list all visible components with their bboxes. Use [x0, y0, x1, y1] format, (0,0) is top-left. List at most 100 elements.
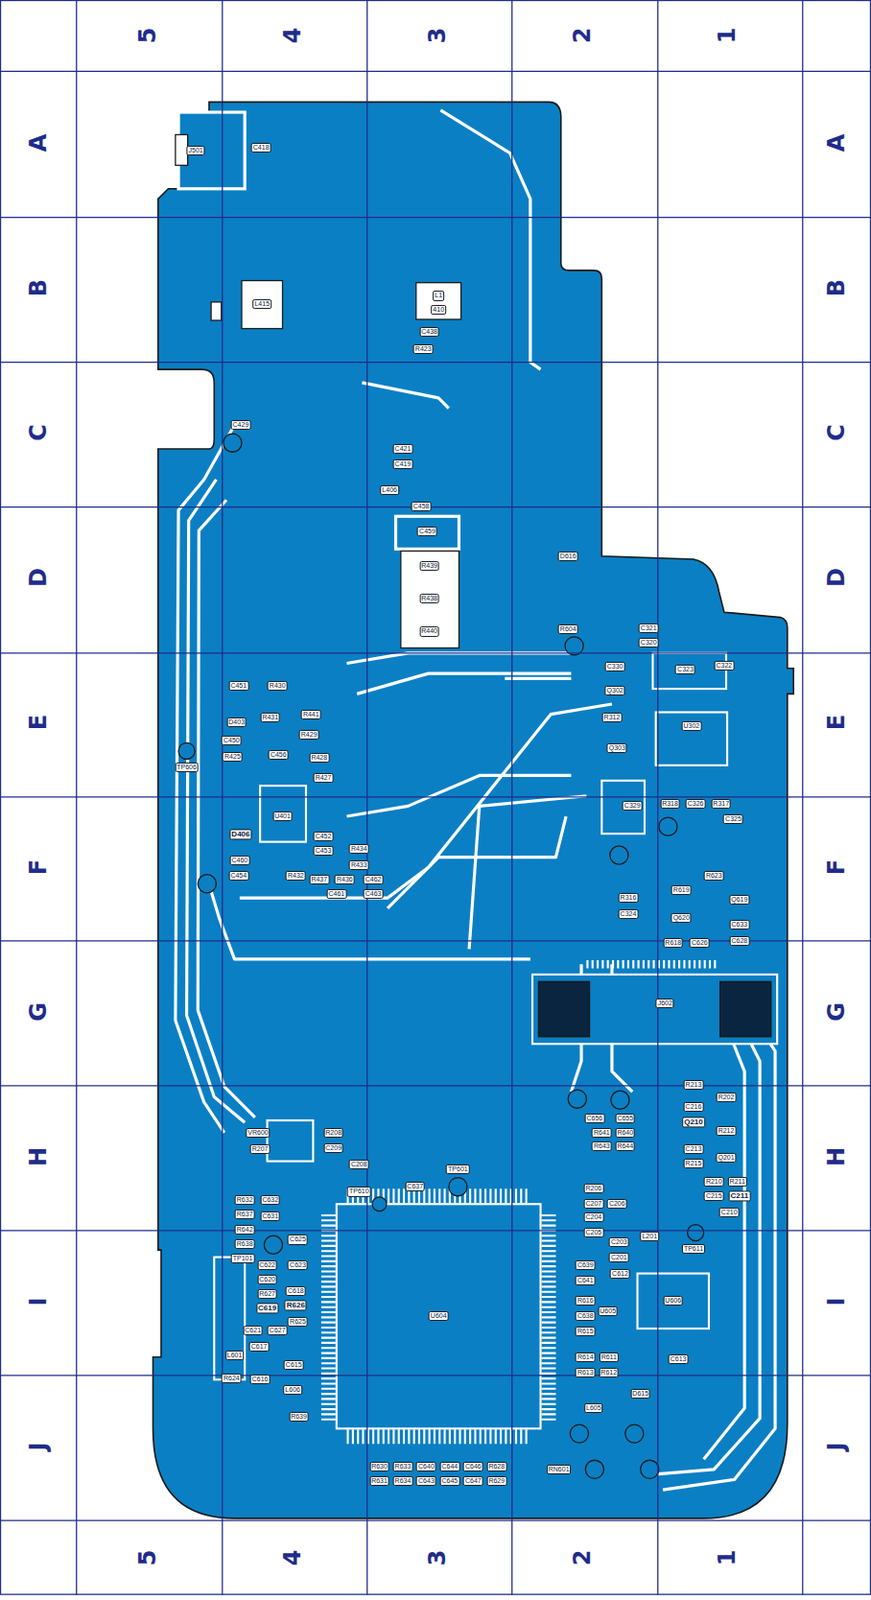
component-designator: C211 [728, 1190, 751, 1201]
grid-reference: G [824, 1002, 848, 1022]
component-designator: R439 [419, 561, 440, 571]
component-designator: C421 [393, 444, 414, 454]
grid-reference: E [824, 714, 848, 730]
component-designator: C323 [675, 664, 696, 675]
component-designator: R639 [288, 1411, 309, 1421]
component-designator: C451 [228, 681, 249, 691]
component-designator: R211 [728, 1177, 748, 1187]
component-designator: C321 [638, 623, 660, 634]
component-designator: R629 [486, 1476, 507, 1486]
component-designator: C631 [259, 1211, 281, 1222]
component-designator: C617 [249, 1341, 270, 1352]
component-designator: R436 [334, 874, 355, 885]
component-designator: C646 [463, 1461, 484, 1472]
component-designator: C461 [326, 889, 347, 899]
component-designator: RN601 [546, 1464, 572, 1475]
component-designator: Q303 [607, 743, 628, 754]
component-designator: R643 [591, 1141, 613, 1152]
component-designator: C459 [417, 526, 438, 537]
component-designator: R633 [393, 1461, 414, 1472]
grid-reference: G [26, 1002, 50, 1022]
component-designator: R604 [558, 624, 579, 635]
component-designator: R215 [683, 1158, 705, 1169]
grid-reference: 5 [136, 27, 160, 45]
component-designator: R202 [716, 1092, 737, 1103]
component-designator: TP601 [446, 1164, 471, 1175]
grid-reference: A [26, 134, 50, 153]
component-designator: C618 [285, 1286, 307, 1296]
grid-reference: D [26, 567, 50, 588]
component-designator: R208 [323, 1128, 344, 1138]
component-designator: C645 [440, 1476, 461, 1486]
component-designator: C418 [251, 142, 272, 153]
component-designator: R619 [671, 885, 692, 895]
component-designator: TP610 [347, 1186, 372, 1197]
component-designator: Q210 [682, 1117, 706, 1129]
component-designator: R641 [591, 1128, 613, 1138]
grid-reference: 3 [425, 1550, 449, 1567]
component-designator: R432 [285, 871, 307, 881]
component-designator: R423 [413, 344, 434, 354]
component-designator: C329 [622, 800, 643, 811]
component-designator: C450 [221, 735, 242, 746]
grid-reference: 1 [715, 1550, 739, 1567]
component-designator: C452 [313, 831, 334, 842]
grid-reference: I [824, 1297, 848, 1307]
component-designator: C325 [723, 814, 744, 824]
component-designator: R634 [393, 1476, 414, 1486]
component-designator: C615 [283, 1360, 305, 1370]
component-designator: R210 [704, 1177, 725, 1187]
component-designator: R611 [599, 1352, 619, 1363]
component-designator: C656 [584, 1113, 605, 1124]
component-designator: R612 [598, 1367, 619, 1378]
component-outlines [175, 112, 777, 1479]
component-designator: R640 [614, 1128, 636, 1138]
component-designator: C324 [618, 909, 639, 919]
component-designator: R618 [662, 938, 683, 948]
component-designator: C438 [419, 327, 440, 337]
component-designator: L601 [225, 1350, 245, 1361]
component-designator: L606 [282, 1385, 303, 1395]
component-designator: C612 [610, 1269, 631, 1279]
component-designator: C208 [349, 1159, 370, 1170]
component-designator: R206 [583, 1183, 604, 1194]
component-designator: R637 [235, 1209, 256, 1220]
component-designator: U605 [597, 1306, 618, 1317]
component-designator: R614 [575, 1352, 596, 1363]
component-designator: D615 [630, 1388, 651, 1399]
component-designator: C640 [416, 1461, 437, 1472]
component-designator: U302 [681, 721, 702, 731]
component-designator: U604 [428, 1311, 449, 1321]
component-designator: C209 [323, 1143, 344, 1154]
component-designator: L415 [252, 299, 272, 309]
component-designator: Q302 [605, 685, 626, 696]
component-designator: C643 [416, 1476, 437, 1486]
component-designator: Q619 [729, 894, 750, 905]
component-designator: C655 [614, 1113, 636, 1124]
component-designator: R438 [419, 593, 440, 604]
component-designator: C326 [685, 799, 707, 809]
component-designator: D403 [226, 717, 247, 728]
component-designator: C203 [609, 1237, 630, 1248]
grid-reference: 1 [715, 27, 739, 45]
component-designator: C207 [583, 1199, 604, 1209]
component-designator: R630 [369, 1461, 390, 1472]
component-designator: R623 [704, 871, 725, 881]
grid-reference: J [26, 1442, 50, 1452]
component-designator: C628 [729, 936, 750, 946]
component-designator: TP611 [682, 1244, 706, 1254]
grid-reference: F [26, 859, 50, 875]
component-designator: D616 [558, 551, 579, 562]
component-designator: C620 [257, 1274, 278, 1285]
component-designator: Q620 [671, 913, 692, 923]
component-designator: R430 [267, 681, 288, 691]
component-designator: C627 [267, 1325, 288, 1336]
component-designator: L605 [584, 1403, 604, 1413]
component-designator: R626 [284, 1299, 307, 1311]
component-designator: R644 [614, 1141, 636, 1152]
component-designator: C619 [256, 1302, 279, 1314]
grid-reference: 3 [425, 27, 449, 45]
grid-reference: B [26, 279, 50, 297]
component-designator: C330 [605, 661, 626, 672]
